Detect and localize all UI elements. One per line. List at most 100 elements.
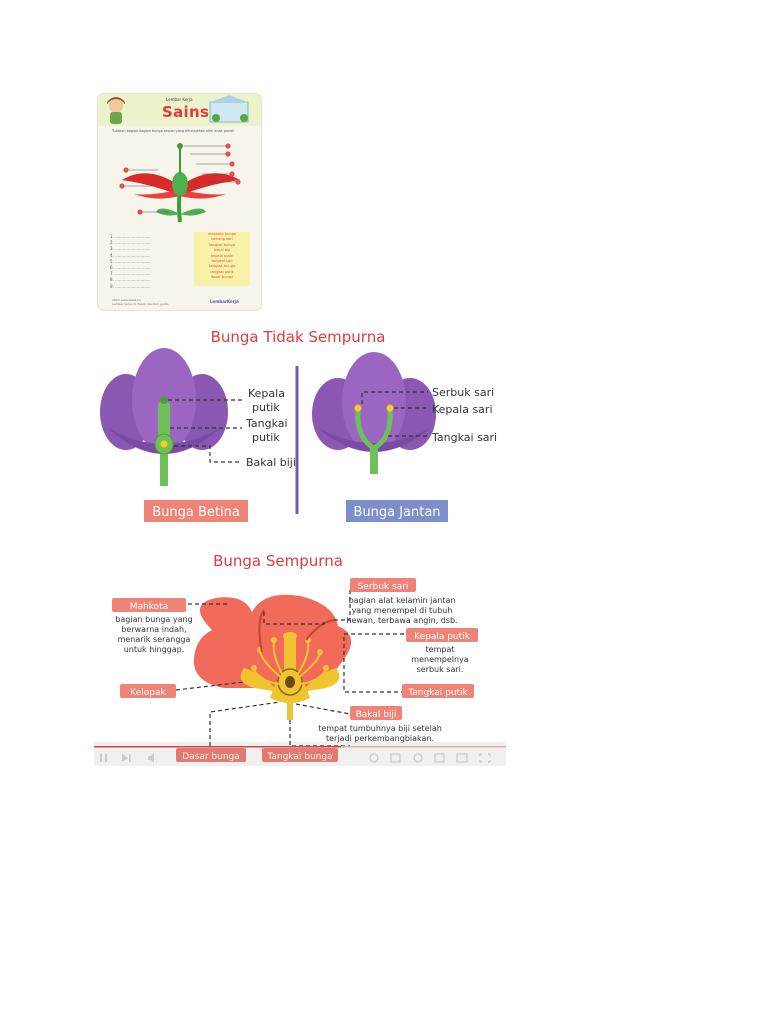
stamen-filaments xyxy=(253,641,327,685)
pollen-path-icon xyxy=(258,609,265,653)
settings-icon[interactable] xyxy=(413,753,423,763)
tag-kelopak xyxy=(120,684,176,698)
volume-icon[interactable] xyxy=(148,753,154,763)
word-bank-item: benang sari xyxy=(211,237,233,242)
lily-petal-icon xyxy=(122,173,180,194)
stigma-icon xyxy=(283,632,297,640)
lily-ovary-icon xyxy=(172,172,188,196)
pollen-path-icon xyxy=(305,619,335,641)
note-mahkota: bagian bunga yang xyxy=(115,615,192,624)
incomplete-flower-panel: Bunga Tidak Sempurna Kepala putik Tangka… xyxy=(94,320,506,528)
answer-line[interactable]: 4. ............................ xyxy=(110,252,151,258)
word-bank-item: tangkai bunga xyxy=(209,242,235,247)
lily-leaf-icon xyxy=(180,208,206,216)
character-face-icon xyxy=(109,99,123,113)
complete-flower xyxy=(193,594,352,720)
badge-bunga-jantan-text: Bunga Jantan xyxy=(353,505,440,520)
lily-pointer-lines xyxy=(124,145,236,213)
player-right-controls xyxy=(369,753,491,763)
note-mahkota: berwarna indah, xyxy=(121,625,186,634)
answer-line[interactable]: 8. ............................ xyxy=(110,277,151,283)
greenhouse-roof-icon xyxy=(208,95,250,103)
subtitles-icon[interactable] xyxy=(390,753,401,763)
tag-tangkai-putik xyxy=(402,684,474,698)
female-flower xyxy=(100,348,228,486)
lily-stem-icon xyxy=(177,191,182,223)
panel1-title: Bunga Tidak Sempurna xyxy=(211,328,386,346)
answer-line[interactable]: 5. ............................ xyxy=(110,258,151,264)
male-stem-icon xyxy=(370,448,378,474)
note-mahkota: untuk hinggap. xyxy=(124,645,185,654)
fullscreen-icon[interactable] xyxy=(479,753,491,763)
note-serbuk-sari: hewan, terbawa angin, dsb. xyxy=(346,616,457,625)
worksheet-subtitle: Lembar Kerja xyxy=(166,97,193,102)
female-pointer-lines xyxy=(168,399,242,463)
lily-petal-icon xyxy=(180,190,226,199)
answer-line[interactable]: 9. ............................ xyxy=(110,283,151,289)
theater-mode-icon[interactable] xyxy=(456,753,468,763)
tag-dasar-bunga xyxy=(176,748,246,762)
male-petal-base-icon xyxy=(318,428,430,452)
answer-line[interactable]: 1. ............................ xyxy=(110,234,151,239)
male-pointer-lines xyxy=(361,391,428,437)
miniplayer-icon[interactable] xyxy=(434,753,445,763)
word-bank-item: dasar bunga xyxy=(210,275,234,280)
badge-bunga-jantan xyxy=(346,500,448,522)
worksheet-title: Sains xyxy=(162,103,210,121)
tag-kepala-putik-text: Kepala putik xyxy=(414,632,471,642)
label-kepala-putik: putik xyxy=(252,401,280,414)
plant-icon xyxy=(240,114,248,122)
word-bank-item: tangkai sari xyxy=(211,258,233,263)
tag-dasar-bunga-text: Dasar bunga xyxy=(182,752,240,762)
flower-stalk-icon xyxy=(287,698,293,720)
panel2-title: Bunga Sempurna xyxy=(213,552,343,570)
lily-petal-icon xyxy=(134,190,180,199)
filament-icon xyxy=(355,409,393,451)
worksheet-footer: Lembar kerja ini dapat diunduh gratis xyxy=(112,302,169,306)
worksheet-header: Lembar Kerja Sains xyxy=(98,94,261,126)
male-petal-icon xyxy=(342,352,406,452)
male-flower xyxy=(312,352,436,474)
worksheet-thumbnail: Lembar Kerja Sains Tuliskan bagian-bagia… xyxy=(98,94,261,310)
badge-bunga-betina-text: Bunga Betina xyxy=(152,505,240,520)
word-bank-item: mahkota bunga xyxy=(207,232,237,236)
settings-gear-icon[interactable] xyxy=(369,753,379,763)
tag-mahkota xyxy=(112,598,186,612)
note-serbuk-sari: bagian alat kelamin jantan xyxy=(349,596,456,605)
tag-kelopak-text: Kelopak xyxy=(130,688,166,698)
anther-icon xyxy=(354,404,362,412)
tag-tangkai-bunga xyxy=(262,748,338,762)
worksheet-brand: LembarKerja xyxy=(210,299,239,304)
word-bank-item: kelopak bunga xyxy=(208,264,236,269)
note-kepala-putik: menempelnya xyxy=(411,655,469,664)
worksheet-answer-lines: 1. ............................ 2. .....… xyxy=(110,234,186,290)
tag-serbuk-sari-text: Serbuk sari xyxy=(358,582,409,592)
lily-number-markers xyxy=(119,143,241,215)
player-progress-fill xyxy=(94,746,342,748)
note-bakal-biji: terjadi perkembangbiakan. xyxy=(326,734,434,743)
tag-bakal-biji-text: Bakal biji xyxy=(356,710,397,720)
tag-kepala-putik xyxy=(406,628,478,642)
answer-line[interactable]: 6. ............................ xyxy=(110,264,151,270)
label-tangkai-sari: Tangkai sari xyxy=(431,431,497,444)
answer-line[interactable]: 3. ............................ xyxy=(110,246,151,252)
answer-line[interactable]: 7. ............................ xyxy=(110,271,151,277)
label-kepala-putik: Kepala xyxy=(248,387,285,400)
label-serbuk-sari: Serbuk sari xyxy=(432,386,494,399)
word-bank-item: tangkai putik xyxy=(210,269,234,274)
label-tangkai-putik: Tangkai xyxy=(245,417,288,430)
pause-icon[interactable] xyxy=(100,754,107,762)
next-icon[interactable] xyxy=(122,754,131,762)
lily-diagram xyxy=(119,143,241,223)
ovule-icon xyxy=(285,676,295,688)
worksheet-footer: 2023 www.kelas.ku xyxy=(112,298,141,302)
worksheet-word-bank: mahkota bunga benang sari tangkai bunga … xyxy=(194,232,250,286)
worksheet-header-art xyxy=(107,95,250,124)
character-body-icon xyxy=(110,112,122,124)
female-stem-icon xyxy=(160,452,168,486)
complete-flower-diagram: Bunga Sempurna xyxy=(94,552,506,766)
note-mahkota: menarik serangga xyxy=(118,635,191,644)
label-kepala-sari: Kepala sari xyxy=(432,403,493,416)
note-kepala-putik: serbuk sari. xyxy=(417,665,464,674)
answer-line[interactable]: 2. ............................ xyxy=(110,240,151,246)
